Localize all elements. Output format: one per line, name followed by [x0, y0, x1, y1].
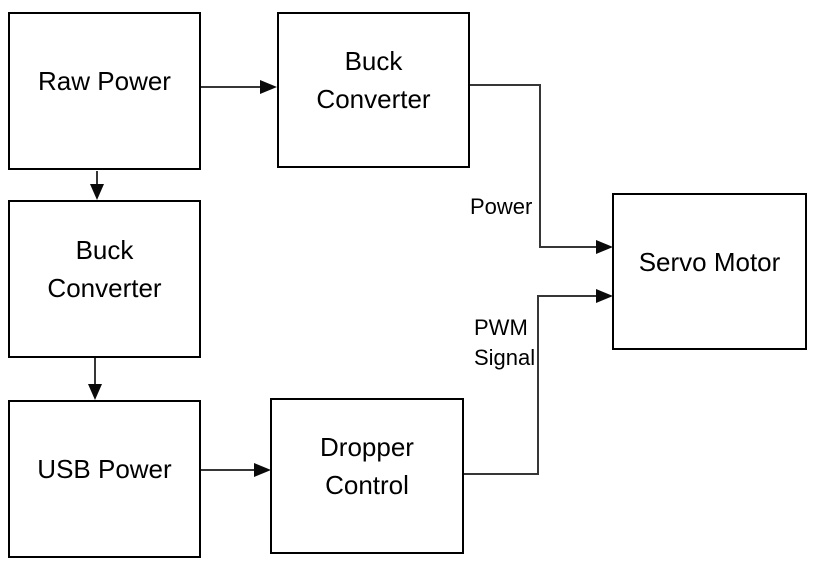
arrow-usb-power-to-dropper-control — [201, 463, 271, 477]
arrow-raw-power-to-buck-converter-top — [201, 80, 277, 94]
arrow-raw-power-to-buck-converter-mid — [90, 171, 104, 200]
edge-label-power: Power — [470, 194, 533, 219]
node-dropper-control-label: Dropper Control — [320, 432, 414, 500]
node-buck-converter-top-label: Buck Converter — [316, 46, 431, 114]
node-usb-power: USB Power — [8, 400, 201, 558]
node-raw-power: Raw Power — [8, 12, 201, 170]
node-buck-converter-top: Buck Converter — [277, 12, 470, 168]
edge-label-pwm-signal: PWM Signal — [474, 315, 536, 370]
node-buck-converter-mid-label: Buck Converter — [47, 235, 162, 303]
node-raw-power-label: Raw Power — [38, 66, 171, 97]
node-dropper-control: Dropper Control — [270, 398, 464, 554]
node-buck-converter-mid: Buck Converter — [8, 200, 201, 358]
node-servo-motor: Servo Motor — [612, 193, 807, 350]
node-servo-motor-label: Servo Motor — [638, 246, 781, 277]
arrow-buck-converter-mid-to-usb-power — [88, 358, 102, 400]
node-usb-power-label: USB Power — [37, 454, 172, 485]
arrow-buck-converter-top-to-servo-motor — [469, 84, 613, 254]
